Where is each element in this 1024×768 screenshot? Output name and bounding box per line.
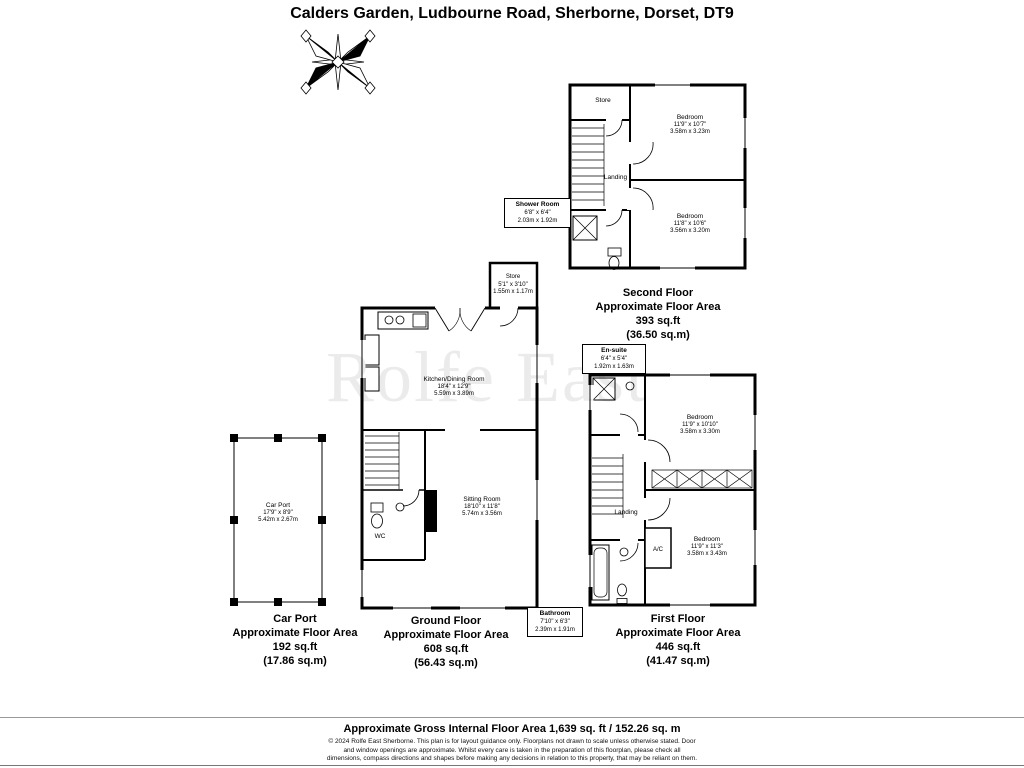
callout-ensuite: En-suite 6'4" x 5'4" 1.92m x 1.63m (582, 344, 646, 374)
room-label-store-ground: Store 5'1" x 3'10" 1.55m x 1.17m (490, 274, 536, 297)
room-dims-imperial: 5'1" x 3'10" (498, 281, 528, 288)
car-port-summary: Car Port Approximate Floor Area 192 sq.f… (205, 612, 385, 668)
room-dims-imperial: 7'10" x 6'3" (540, 619, 570, 625)
room-dims-metric: 1.55m x 1.17m (493, 289, 533, 295)
room-label-bedroom-back-first: Bedroom 11'9" x 11'3" 3.58m x 3.43m (660, 536, 754, 559)
room-label-kitchen-dining: Kitchen/Dining Room 18'4" x 12'9" 5.59m … (398, 376, 510, 399)
room-label-ac: A/C (645, 547, 671, 555)
disclaimer-line-1: © 2024 Rolfe East Sherborne. This plan i… (328, 738, 696, 745)
car-port-plan (230, 434, 326, 606)
room-label-bedroom-back-second: Bedroom 11'8" x 10'6" 3.56m x 3.20m (643, 213, 737, 236)
floor-area-sqft: 192 sq.ft (272, 641, 318, 653)
disclaimer-text: © 2024 Rolfe East Sherborne. This plan i… (0, 738, 1024, 764)
room-name: Landing (614, 509, 638, 516)
floor-name: First Floor (650, 613, 706, 625)
room-name: Kitchen/Dining Room (423, 376, 485, 383)
floor-area-sqft: 393 sq.ft (635, 315, 681, 327)
ground-floor-plan (358, 261, 541, 612)
floor-name: Ground Floor (410, 615, 482, 627)
room-name: Store (595, 97, 611, 104)
first-floor-plan (586, 371, 759, 609)
room-dims-metric: 5.59m x 3.89m (434, 391, 474, 397)
callout-bathroom: Bathroom 7'10" x 6'3" 2.39m x 1.91m (527, 607, 583, 637)
room-name: WC (374, 533, 386, 540)
floor-area-sqm: (56.43 sq.m) (414, 657, 478, 669)
room-name: Store (505, 274, 521, 280)
room-dims-imperial: 18'10" x 11'8" (464, 503, 500, 510)
room-name: En-suite (601, 347, 627, 354)
second-floor-summary: Second Floor Approximate Floor Area 393 … (568, 286, 748, 342)
room-name: Shower Room (515, 201, 560, 208)
floor-area-label: Approximate Floor Area (595, 301, 721, 313)
room-name: Bathroom (539, 610, 571, 617)
room-dims-imperial: 18'4" x 12'9" (437, 383, 471, 390)
room-name: Bedroom (676, 213, 704, 220)
room-dims-metric: 3.58m x 3.30m (680, 429, 720, 435)
floor-area-sqft: 446 sq.ft (655, 641, 701, 653)
floor-name: Second Floor (622, 287, 694, 299)
room-dims-imperial: 11'9" x 11'3" (690, 543, 723, 550)
room-dims-imperial: 11'9" x 10'7" (673, 121, 707, 128)
callout-shower-room: Shower Room 6'8" x 6'4" 2.03m x 1.92m (504, 198, 571, 228)
room-dims-metric: 3.58m x 3.23m (670, 129, 710, 135)
room-dims-metric: 3.56m x 3.20m (670, 228, 710, 234)
room-dims-metric: 2.39m x 1.91m (535, 627, 575, 633)
floor-area-sqm: (17.86 sq.m) (263, 655, 327, 667)
footer-divider-top (0, 717, 1024, 718)
gross-internal-area: Approximate Gross Internal Floor Area 1,… (343, 723, 681, 735)
room-dims-metric: 2.03m x 1.92m (517, 218, 558, 224)
page-title: Calders Garden, Ludbourne Road, Sherborn… (290, 5, 734, 22)
room-name: Bedroom (686, 414, 714, 421)
room-name: Landing (603, 174, 628, 181)
floor-area-sqm: (36.50 sq.m) (626, 329, 690, 341)
disclaimer-line-2: and window openings are approximate. Whi… (343, 746, 681, 754)
room-dims-imperial: 11'8" x 10'6" (673, 220, 707, 227)
floor-area-sqft: 608 sq.ft (423, 643, 469, 655)
room-name: Bedroom (676, 114, 704, 121)
room-label-car-port: Car Port 17'9" x 8'9" 5.42m x 2.67m (236, 502, 320, 525)
room-label-landing-second: Landing (588, 174, 643, 182)
room-label-landing-first: Landing (600, 509, 652, 517)
floor-name: Car Port (273, 613, 317, 625)
room-dims-metric: 5.42m x 2.67m (258, 517, 298, 523)
room-label-store-second: Store (578, 97, 628, 105)
disclaimer-line-3: dimensions, compass directions and shape… (326, 755, 698, 762)
footer-divider-bottom (0, 765, 1024, 766)
room-dims-metric: 1.92m x 1.63m (594, 364, 634, 370)
room-label-wc: WC (366, 533, 394, 541)
room-label-bedroom-front-first: Bedroom 11'9" x 10'10" 3.58m x 3.30m (652, 414, 748, 437)
second-floor-plan (568, 81, 748, 271)
room-dims-metric: 3.58m x 3.43m (687, 551, 727, 557)
room-name: Bedroom (693, 536, 721, 543)
room-label-sitting-room: Sitting Room 18'10" x 11'8" 5.74m x 3.56… (428, 496, 536, 519)
compass-rose-icon (300, 29, 376, 95)
room-dims-imperial: 11'9" x 10'10" (682, 421, 718, 428)
room-name: Sitting Room (463, 496, 501, 503)
ground-floor-summary: Ground Floor Approximate Floor Area 608 … (356, 614, 536, 670)
first-floor-summary: First Floor Approximate Floor Area 446 s… (588, 612, 768, 668)
room-name: A/C (652, 547, 663, 553)
floor-area-sqm: (41.47 sq.m) (646, 655, 710, 667)
floor-area-label: Approximate Floor Area (383, 629, 509, 641)
room-dims-imperial: 6'8" x 6'4" (524, 210, 551, 216)
room-dims-metric: 5.74m x 3.56m (462, 511, 502, 517)
room-label-bedroom-front-second: Bedroom 11'9" x 10'7" 3.58m x 3.23m (643, 114, 737, 137)
floor-area-label: Approximate Floor Area (615, 627, 741, 639)
floor-area-label: Approximate Floor Area (232, 627, 358, 639)
room-dims-imperial: 6'4" x 5'4" (600, 356, 628, 362)
room-name: Car Port (265, 502, 291, 509)
room-dims-imperial: 17'9" x 8'9" (263, 509, 293, 516)
